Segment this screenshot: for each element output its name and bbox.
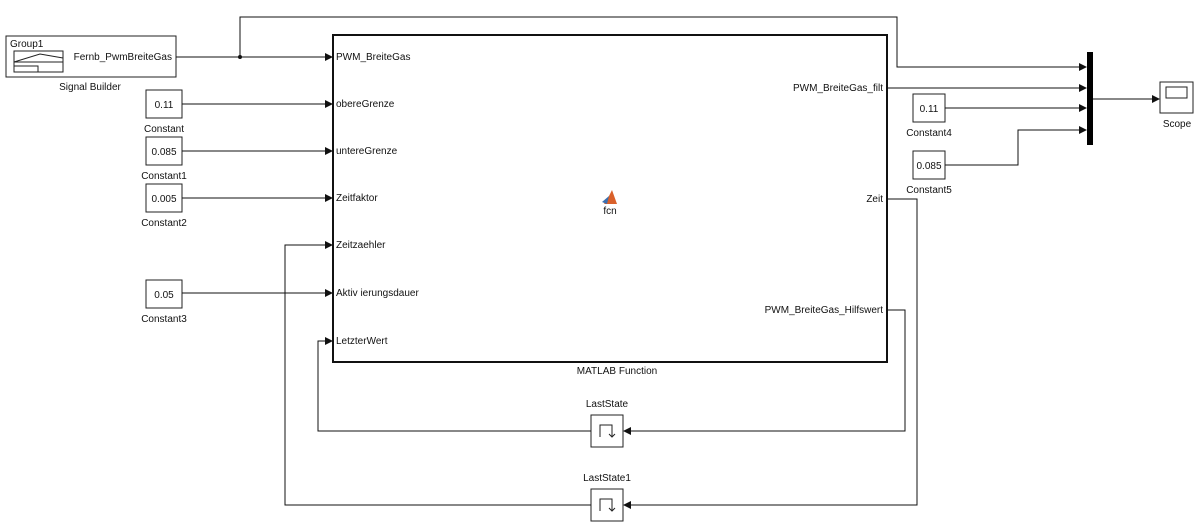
constant-label: Constant3 <box>141 314 187 325</box>
constant5-block[interactable]: 0.085 <box>912 150 946 180</box>
mux-block[interactable] <box>1087 52 1093 145</box>
constant2-block[interactable]: 0.005 <box>145 183 183 213</box>
matlab-function-block[interactable]: PWM_BreiteGas obereGrenze untereGrenze Z… <box>332 34 888 363</box>
signal-builder-icon <box>13 50 64 73</box>
input-port: PWM_BreiteGas <box>336 52 410 63</box>
constant1-block[interactable]: 0.085 <box>145 136 183 166</box>
output-port: Zeit <box>866 194 883 205</box>
signal-builder-block[interactable]: Group1 Fernb_PwmBreiteGas <box>5 35 177 78</box>
input-port: untereGrenze <box>336 146 398 157</box>
constant4-block[interactable]: 0.11 <box>912 93 946 123</box>
input-port: Zeitzaehler <box>336 240 386 251</box>
constant-block[interactable]: 0.11 <box>145 89 183 119</box>
constant-value: 0.05 <box>154 290 174 301</box>
memory-label: LastState1 <box>583 473 631 484</box>
output-port: PWM_BreiteGas_Hilfswert <box>765 305 884 316</box>
memory-icon <box>599 498 616 512</box>
constant-value: 0.085 <box>916 161 941 172</box>
constant-label: Constant1 <box>141 171 187 182</box>
constant-value: 0.11 <box>920 104 939 115</box>
signal-lines <box>176 16 1160 509</box>
laststate-block[interactable] <box>590 414 624 448</box>
constant-value: 0.085 <box>151 147 176 158</box>
memory-icon <box>599 424 616 438</box>
constant-value: 0.005 <box>151 194 176 205</box>
input-port: Aktiv ierungsdauer <box>336 288 419 299</box>
constant-value: 0.11 <box>155 100 174 111</box>
constant-label: Constant4 <box>906 128 952 139</box>
scope-block[interactable] <box>1159 81 1194 114</box>
constant-label: Constant5 <box>906 185 952 196</box>
signal-builder-label: Signal Builder <box>59 82 121 93</box>
output-port: PWM_BreiteGas_filt <box>793 83 883 94</box>
constant3-block[interactable]: 0.05 <box>145 279 183 309</box>
constant-label: Constant <box>144 124 184 135</box>
memory-label: LastState <box>586 399 629 410</box>
scope-icon <box>1165 86 1188 99</box>
signal-builder-output: Fernb_PwmBreiteGas <box>74 52 172 63</box>
laststate1-block[interactable] <box>590 488 624 522</box>
input-port: obereGrenze <box>336 99 395 110</box>
constant-label: Constant2 <box>141 218 187 229</box>
matlab-function-label: MATLAB Function <box>577 366 657 377</box>
input-port: LetzterWert <box>336 336 388 347</box>
signal-builder-group: Group1 <box>10 39 44 50</box>
scope-label: Scope <box>1163 119 1192 130</box>
function-name: fcn <box>603 206 616 217</box>
input-port: Zeitfaktor <box>336 193 378 204</box>
